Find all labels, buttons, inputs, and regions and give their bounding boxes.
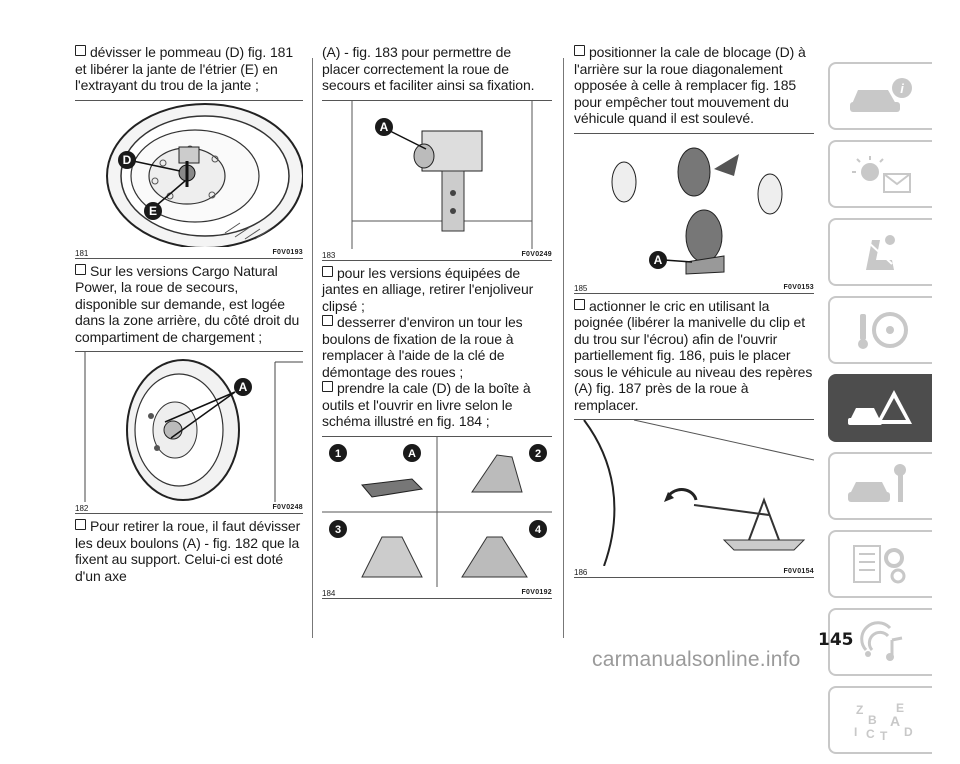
step-number: 3: [335, 524, 341, 536]
breakdown-warning-icon: [848, 390, 912, 425]
car-info-icon: i: [850, 78, 912, 112]
alphabet-index-icon: Z E B A I C D T: [854, 701, 913, 742]
wheel-chock-unfold-diagram: 1 2 3 4 A: [322, 436, 552, 587]
instruction-step: prendre la cale (D) de la boîte à outils…: [322, 380, 531, 429]
cargo-spare-wheel-illustration: A: [84, 352, 303, 502]
tab-knowing-vehicle[interactable]: i: [828, 62, 932, 130]
index-letter: D: [904, 725, 913, 739]
index-letter: B: [868, 713, 877, 727]
checkbox-bullet-icon: [322, 265, 333, 277]
figure-number: 183: [322, 250, 336, 260]
figure-181: D E 181 F0V0193: [75, 99, 303, 259]
paragraph: (A) - fig. 183 pour permettre de placer …: [322, 44, 535, 93]
figure-184: 1 2 3 4 A 184 F0V0192: [322, 435, 552, 599]
column-1: dévisser le pommeau (D) fig. 181 et libé…: [75, 44, 303, 584]
checkbox-bullet-icon: [322, 315, 333, 326]
instruction-step: pour les versions équipées de jantes en …: [322, 264, 534, 314]
instruction-step: dévisser le pommeau (D) fig. 181 et libé…: [75, 44, 293, 93]
figure-code: F0V0248: [272, 504, 303, 511]
car-service-wrench-icon: [848, 464, 906, 502]
tab-service-maintenance[interactable]: [828, 452, 932, 520]
checkbox-bullet-icon: [574, 298, 585, 310]
instruction-step: desserrer d'environ un tour les boulons …: [322, 314, 523, 380]
figure-number: 181: [75, 248, 89, 258]
figure-code: F0V0153: [783, 283, 814, 291]
callout-label: A: [654, 253, 663, 267]
steering-wheel-key-icon: [858, 312, 908, 349]
step-number: 2: [535, 448, 541, 460]
callout-label: A: [380, 120, 389, 134]
column-2: (A) - fig. 183 pour permettre de placer …: [322, 44, 552, 603]
step-number: 1: [335, 448, 341, 460]
svg-text:i: i: [900, 81, 904, 96]
column-divider: [563, 58, 564, 638]
callout-label: E: [149, 204, 157, 218]
index-letter: A: [890, 713, 900, 729]
tab-index[interactable]: Z E B A I C D T: [828, 686, 932, 754]
checkbox-bullet-icon: [75, 263, 86, 275]
tab-multimedia[interactable]: [828, 608, 932, 676]
checkbox-bullet-icon: [574, 45, 585, 56]
multimedia-music-icon: [860, 621, 903, 661]
figure-number: 186: [574, 568, 588, 577]
chapter-tabs: i Z E B A I C D T: [828, 62, 932, 764]
index-letter: I: [854, 725, 857, 739]
wheel-support-axle-illustration: A: [351, 100, 533, 249]
checkbox-bullet-icon: [75, 519, 86, 530]
instruction-step: positionner la cale de blocage (D) à l'a…: [574, 44, 806, 126]
column-divider: [312, 58, 313, 638]
figure-185: A 185 F0V0153: [574, 132, 814, 294]
warning-lights-icon: [852, 156, 911, 193]
instruction-step: actionner le cric en utilisant la poigné…: [574, 297, 813, 413]
callout-label: A: [408, 448, 416, 460]
figure-code: F0V0193: [272, 248, 303, 256]
figure-183: A 183 F0V0249: [322, 99, 552, 261]
callout-label: A: [239, 380, 248, 394]
figure-number: 182: [75, 504, 89, 513]
column-3: positionner la cale de blocage (D) à l'a…: [574, 44, 814, 582]
specs-gears-icon: [853, 545, 906, 584]
figure-number: 185: [574, 283, 588, 293]
figure-number: 184: [322, 588, 336, 598]
watermark-text: carmanualsonline.info: [592, 648, 801, 671]
tab-safety[interactable]: [828, 218, 932, 286]
car-jack-illustration: [583, 420, 814, 566]
checkbox-bullet-icon: [322, 381, 333, 392]
checkbox-bullet-icon: [75, 45, 86, 56]
seat-safety-icon: [866, 235, 895, 270]
instruction-step: Sur les versions Cargo Natural Power, la…: [75, 262, 300, 345]
index-letter: C: [866, 727, 875, 741]
figure-code: F0V0154: [783, 568, 814, 575]
figure-code: F0V0192: [521, 588, 552, 596]
index-letter: T: [880, 729, 888, 742]
callout-label: D: [123, 153, 132, 167]
spare-wheel-illustration: D E: [106, 102, 303, 247]
tab-warning-lights[interactable]: [828, 140, 932, 208]
index-letter: Z: [856, 703, 863, 717]
tab-starting-driving[interactable]: [828, 296, 932, 364]
figure-code: F0V0249: [521, 250, 552, 258]
instruction-step: Pour retirer la roue, il faut dévisser l…: [75, 518, 301, 584]
figure-186: 186 F0V0154: [574, 419, 814, 578]
wheel-chock-placement-illustration: A: [611, 147, 783, 275]
step-number: 4: [535, 524, 542, 536]
page-number: 145: [818, 630, 854, 650]
tab-in-an-emergency[interactable]: [828, 374, 932, 442]
tab-technical-data[interactable]: [828, 530, 932, 598]
figure-182: A 182 F0V0248: [75, 351, 303, 514]
